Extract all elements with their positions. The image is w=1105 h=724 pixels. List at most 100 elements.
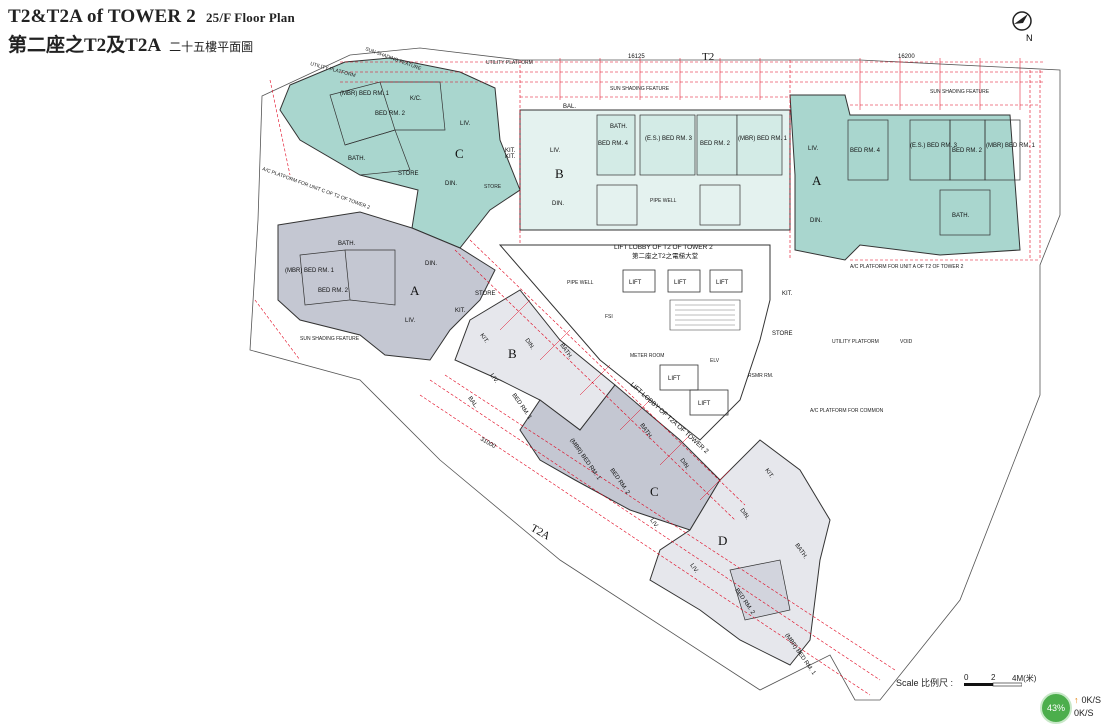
dimension-ticks <box>499 58 1021 501</box>
lift-label: LIFT <box>716 280 729 286</box>
room-label: LIV. <box>405 318 415 324</box>
room-label: BED RM. 2 <box>952 148 983 154</box>
unit-letter-t2-c: C <box>455 146 464 161</box>
room-label: BED RM. 1 <box>510 393 533 422</box>
room-label: LIV. <box>488 373 499 385</box>
room-label: BATH. <box>610 124 628 130</box>
rsmr-label: RSMR RM. <box>748 373 773 379</box>
sun-shading-label: SUN SHADING FEATURE <box>300 336 360 342</box>
room-label: KIT. <box>782 291 793 297</box>
lift-label: LIFT <box>698 401 711 407</box>
scale-tick-2: 2 <box>991 673 996 682</box>
title-zh-main: 第二座之T2及T2A <box>8 35 162 56</box>
unit-letter-t2-a: A <box>812 173 822 188</box>
store-label: STORE <box>484 184 502 190</box>
lift-label: LIFT <box>629 280 642 286</box>
room-label: LIV. <box>808 146 818 152</box>
t2-unit-a <box>789 94 1021 261</box>
room-label: BED RM. 2 <box>375 111 406 117</box>
room-label: STORE <box>398 171 419 177</box>
room-label: DIN. <box>552 201 564 207</box>
unit-letter-t2a-c: C <box>650 484 659 499</box>
room-label: (MBR) BED RM. 1 <box>285 268 335 274</box>
room-label: KIT. <box>455 308 466 314</box>
dim-t2-left: 16125 <box>628 54 645 60</box>
dim-t2-right: 16200 <box>898 54 915 60</box>
ac-unit-c-label: A/C PLATFORM FOR UNIT C OF T2 OF TOWER 2 <box>261 166 371 211</box>
download-value: 0K/S <box>1074 708 1094 718</box>
unit-letter-t2a-d: D <box>718 533 727 548</box>
scale-tick-4: 4M(米) <box>1012 674 1037 683</box>
scale-ruler <box>964 682 1022 687</box>
room-label: DIN. <box>523 338 535 352</box>
dim-t2a: 31000 <box>479 437 497 451</box>
room-label: DIN. <box>738 508 750 522</box>
room-label: (MBR) BED RM. 1 <box>340 91 390 97</box>
utility-platform-label: UTILITY PLATFORM <box>486 60 533 66</box>
room-label: (E.S.) BED RM. 3 <box>910 143 958 149</box>
scale-label: Scale 比例尺 : <box>896 678 954 688</box>
title-en-sub: 25/F Floor Plan <box>205 10 295 25</box>
utility-platform-label: UTILITY PLATFORM <box>832 339 879 345</box>
unit-letter-t2a-b: B <box>508 346 517 361</box>
room-label: LIV. <box>688 563 699 575</box>
room-label: DIN. <box>445 181 457 187</box>
title-en: T2&T2A of TOWER 2 25/F Floor Plan <box>8 6 295 28</box>
upload-value: 0K/S <box>1081 695 1102 705</box>
t2a-unit-a <box>277 211 496 361</box>
tower-label-t2: T2 <box>702 51 714 63</box>
sun-shading-label: SUN SHADING FEATURE <box>930 89 990 95</box>
room-label: BATH. <box>338 241 356 247</box>
room-label: BAL. <box>466 396 479 410</box>
room-label: (E.S.) BED RM. 3 <box>645 136 693 142</box>
unit-letter-t2-b: B <box>555 166 564 181</box>
room-label: LIV. <box>550 148 560 154</box>
sun-shading-label: SUN SHADING FEATURE <box>610 86 670 92</box>
room-label: BED RM. 2 <box>318 288 349 294</box>
room-label: BATH. <box>952 213 970 219</box>
upload-speed: ↑0K/S <box>1074 695 1101 705</box>
ac-unit-a-label: A/C PLATFORM FOR UNIT A OF T2 OF TOWER 2 <box>850 264 964 270</box>
lift-core <box>498 244 771 441</box>
network-speed-widget[interactable]: 43% ↑0K/S 0K/S <box>1040 692 1105 724</box>
room-label: KIT. <box>505 148 516 154</box>
lobby-label-en: LIFT LOBBY OF T2 OF TOWER 2 <box>614 244 713 251</box>
meter-room-label: METER ROOM <box>630 353 664 359</box>
lobby-label-zh: 第二座之T2之電梯大堂 <box>632 251 699 260</box>
title-zh-sub: 二十五樓平面圖 <box>169 40 254 54</box>
fsi-label: FSI <box>605 314 613 320</box>
room-label: BED RM. 2 <box>700 141 731 147</box>
download-speed: 0K/S <box>1074 708 1094 718</box>
lift-label: LIFT <box>668 376 681 382</box>
void-label: VOID <box>900 339 913 345</box>
ac-common-label: A/C PLATFORM FOR COMMON <box>810 408 884 414</box>
room-label: STORE <box>772 331 793 337</box>
scale-tick-0: 0 <box>964 673 969 682</box>
room-label: BED RM. 4 <box>850 148 881 154</box>
room-label: LIV. <box>460 121 470 127</box>
pipe-well-label: PIPE WELL <box>567 280 594 286</box>
t2-unit-b <box>519 109 791 231</box>
unit-letter-t2a-a: A <box>410 283 420 298</box>
room-label: DIN. <box>425 261 437 267</box>
t2a-unit-d <box>649 439 831 666</box>
room-label: KIT. <box>763 468 774 480</box>
elv-label: ELV <box>710 358 720 364</box>
room-label: STORE <box>475 291 496 297</box>
lift-label: LIFT <box>674 280 687 286</box>
site-outline <box>249 47 1061 701</box>
north-arrow-icon: N <box>1012 11 1033 43</box>
title-zh: 第二座之T2及T2A 二十五樓平面圖 <box>8 30 253 57</box>
room-label: BED RM. 4 <box>598 141 629 147</box>
room-label: KIT. <box>478 333 489 345</box>
north-label: N <box>1026 33 1033 43</box>
room-label: BAL. <box>563 104 576 110</box>
pipe-well-label: PIPE WELL <box>650 198 677 204</box>
dimension-lines <box>254 60 1045 696</box>
room-label: KIT. <box>505 154 516 160</box>
title-en-main: T2&T2A of TOWER 2 <box>8 6 196 27</box>
scale-bar: Scale 比例尺 : 0 2 4M(米) <box>896 673 1036 689</box>
room-label: (MBR) BED RM. 1 <box>738 136 788 142</box>
room-label: BATH. <box>348 156 366 162</box>
